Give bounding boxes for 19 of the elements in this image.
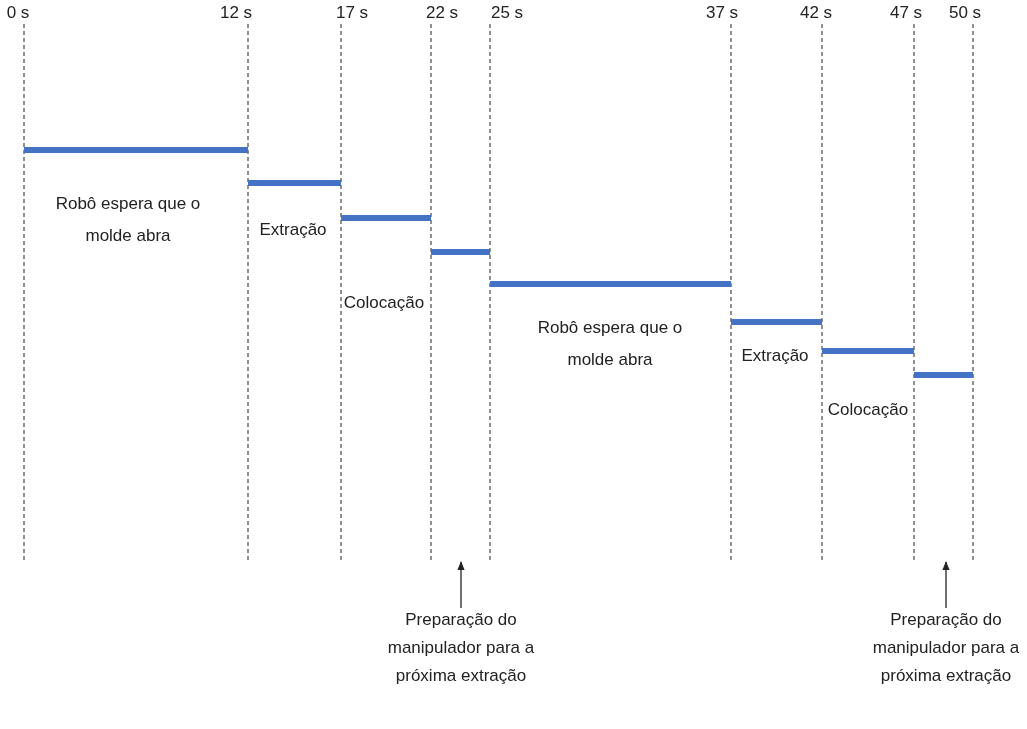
arrow xyxy=(457,561,465,609)
phase-label: Colocação xyxy=(343,292,425,314)
time-label: 50 s xyxy=(948,2,982,24)
time-label: 0 s xyxy=(6,2,30,24)
time-label: 37 s xyxy=(705,2,739,24)
phase-label: Extração xyxy=(741,345,809,367)
time-label: 47 s xyxy=(889,2,923,24)
time-label: 17 s xyxy=(335,2,369,24)
phase-label: Robô espera que o molde abra xyxy=(536,317,684,371)
time-label: 22 s xyxy=(425,2,459,24)
phase-label: Colocação xyxy=(827,399,909,421)
phase-label: Extração xyxy=(259,219,327,241)
phase-label: Robô espera que o molde abra xyxy=(54,193,202,247)
arrow xyxy=(942,561,950,609)
annotation-text: Preparação do manipulador para a próxima extração xyxy=(381,606,541,690)
time-label: 42 s xyxy=(799,2,833,24)
annotation-text: Preparação do manipulador para a próxima extração xyxy=(866,606,1026,690)
time-label: 12 s xyxy=(219,2,253,24)
time-label: 25 s xyxy=(490,2,524,24)
